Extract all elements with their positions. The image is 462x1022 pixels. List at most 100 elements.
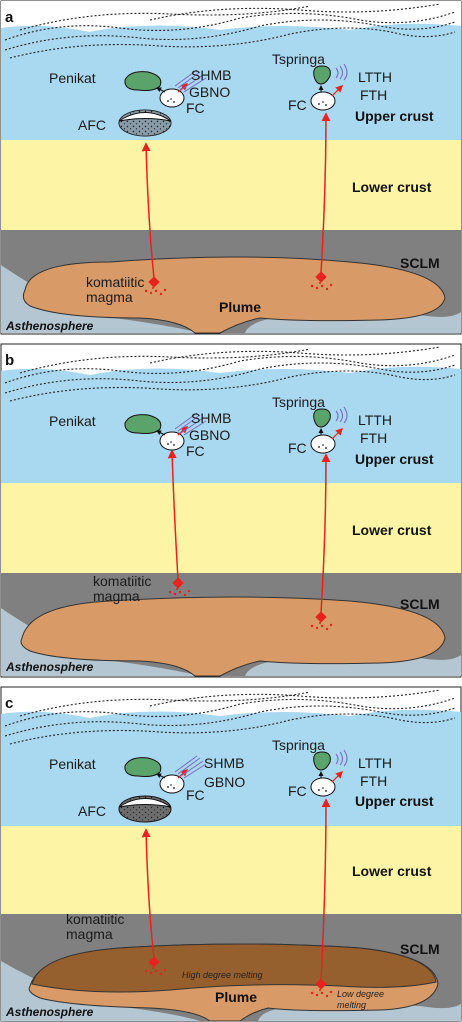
ltth-label: LTTH <box>358 412 392 428</box>
lower-crust-label: Lower crust <box>352 522 432 538</box>
tspringa-intrusion <box>313 65 331 85</box>
penikat-intrusion <box>124 414 162 434</box>
magma-ascent-arrow-left <box>141 142 155 279</box>
magma-ascent-arrow-right <box>320 112 331 274</box>
penikat-intrusion <box>124 757 162 777</box>
fc-chamber-left <box>159 88 185 108</box>
shmb-label: SHMB <box>191 410 231 426</box>
fc-label-left: FC <box>186 787 205 803</box>
fluid-arcs-right <box>335 749 348 767</box>
thrust-sheets <box>4 346 456 402</box>
gbno-label: GBNO <box>189 84 230 100</box>
gbno-label: GBNO <box>189 427 230 443</box>
magma-ascent-arrow-left <box>167 449 179 580</box>
sclm-label: SCLM <box>400 596 440 612</box>
tspringa-intrusion <box>313 408 331 428</box>
low-degree-melting-label-2: melting <box>337 1000 366 1010</box>
lower-crust-layer <box>1 483 461 573</box>
sclm-label: SCLM <box>400 255 440 271</box>
penikat-intrusion <box>124 71 162 91</box>
shmb-label: SHMB <box>204 755 244 771</box>
fluid-lines-left <box>174 755 207 779</box>
plume-head <box>20 596 446 677</box>
komatiitic-label: komatiitic <box>93 573 151 589</box>
fc-chamber-right <box>310 777 336 797</box>
fc-label-right: FC <box>288 783 307 799</box>
fc-chamber-left <box>159 431 185 451</box>
fluid-arcs-right <box>335 406 348 424</box>
komatiitic-label: komatiitic <box>66 911 124 927</box>
asthenosphere-label: Asthenosphere <box>5 660 94 674</box>
upper-crust-label: Upper crust <box>355 451 434 467</box>
melt-patch-left <box>168 577 191 597</box>
ltth-label: LTTH <box>358 69 392 85</box>
fluid-arcs-right <box>335 63 348 81</box>
high-degree-melting-label: High degree melting <box>182 970 263 980</box>
upper-crust-label: Upper crust <box>355 793 434 809</box>
lower-crust-layer <box>1 826 461 914</box>
magma-label: magma <box>93 588 140 604</box>
asthenosphere-label: Asthenosphere <box>5 319 94 333</box>
magma-ascent-arrow-right <box>320 798 331 981</box>
magma-ascent-arrow-left <box>141 828 155 959</box>
afc-label: AFC <box>78 803 106 819</box>
fc-label-right: FC <box>288 440 307 456</box>
melt-patch-left <box>144 956 167 976</box>
penikat-label: Penikat <box>49 70 96 86</box>
panel-letter: b <box>5 352 14 369</box>
tspringa-intrusion <box>313 751 331 771</box>
plume-label: Plume <box>215 989 257 1005</box>
thrust-sheets <box>4 3 456 59</box>
magma-ascent-arrow-right <box>320 453 331 614</box>
plume-label: Plume <box>219 299 261 315</box>
tspringa-label: Tspringa <box>272 394 325 410</box>
fc-chamber-right <box>310 91 336 111</box>
sclm-label: SCLM <box>400 941 440 957</box>
ltth-label: LTTH <box>358 755 392 771</box>
fc-label-right: FC <box>288 97 307 113</box>
thrust-sheets <box>4 689 456 745</box>
tspringa-label: Tspringa <box>272 737 325 753</box>
melt-patch-right <box>310 978 333 998</box>
upper-crust-label: Upper crust <box>355 108 434 124</box>
melt-patch-left <box>144 276 167 296</box>
panel-b: b Penikat SHMB GBNO FC Tspringa LTTH FTH… <box>0 343 462 678</box>
upper-crust-top <box>1 23 461 140</box>
shmb-label: SHMB <box>191 67 231 83</box>
penikat-label: Penikat <box>49 413 96 429</box>
magma-label: magma <box>66 926 113 942</box>
afc-label: AFC <box>78 117 106 133</box>
komatiitic-label: komatiitic <box>86 274 144 290</box>
afc-chamber <box>118 795 172 823</box>
plume-head <box>22 256 446 334</box>
fc-chamber-left <box>159 774 185 794</box>
fth-label: FTH <box>360 430 387 446</box>
gbno-label: GBNO <box>204 774 245 790</box>
asthenosphere <box>1 996 200 1021</box>
upper-crust-top <box>1 709 461 826</box>
panel-letter: c <box>5 695 13 712</box>
lower-crust-label: Lower crust <box>352 179 432 195</box>
lower-crust-label: Lower crust <box>352 863 432 879</box>
fluid-lines-left <box>174 69 207 93</box>
asthenosphere-label: Asthenosphere <box>5 1005 94 1019</box>
fth-label: FTH <box>360 773 387 789</box>
magma-label: magma <box>86 289 133 305</box>
lower-crust-layer <box>1 140 461 230</box>
upper-crust-top <box>1 366 461 483</box>
fluid-lines-left <box>174 412 207 436</box>
fc-label-left: FC <box>186 443 205 459</box>
sky-margin <box>1 1 461 32</box>
fc-label-left: FC <box>186 100 205 116</box>
panel-c: c Penikat SHMB GBNO FC AFC Tspringa LTTH… <box>0 686 462 1022</box>
fth-label: FTH <box>360 87 387 103</box>
panel-a: a Penikat SHMB GBNO FC AFC Tspringa LTTH… <box>0 0 462 335</box>
panel-letter: a <box>5 9 14 26</box>
penikat-label: Penikat <box>49 756 96 772</box>
melt-patch-right <box>310 271 333 291</box>
low-degree-melting-label: Low degree <box>337 989 384 999</box>
fc-chamber-right <box>310 434 336 454</box>
tspringa-label: Tspringa <box>272 51 325 67</box>
afc-chamber <box>118 109 172 137</box>
